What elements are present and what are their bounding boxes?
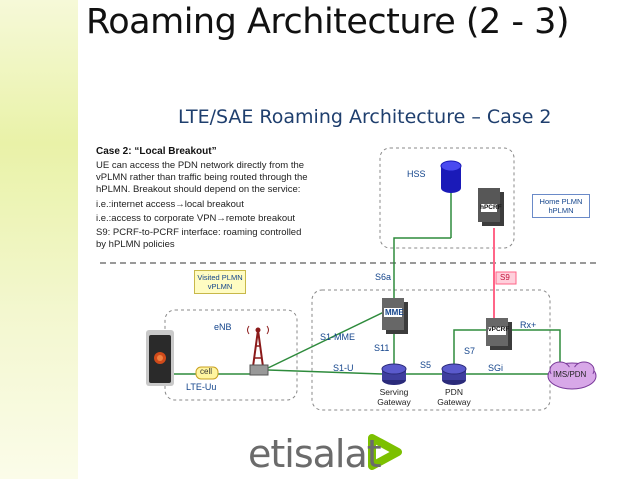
serving-gateway-line: Serving — [379, 387, 409, 397]
s5-label: S5 — [420, 360, 432, 370]
vpcrf-server-icon — [486, 318, 512, 350]
slide-title: Roaming Architecture (2 - 3) — [86, 2, 570, 42]
serving-gateway-line: Gateway — [377, 397, 411, 407]
visited-core-region — [311, 289, 551, 411]
s1mme-label: S1-MME — [320, 332, 356, 342]
hss-database-icon — [440, 160, 462, 193]
s6a-label: S6a — [375, 272, 392, 282]
case-line: hPLMN. Breakout should depend on the ser… — [96, 184, 301, 196]
sgi-label: SGi — [488, 363, 504, 373]
diagram-title: LTE/SAE Roaming Architecture – Case 2 — [178, 106, 552, 128]
ims-cloud-icon — [547, 361, 597, 390]
hss-label: HSS — [407, 169, 426, 179]
case-line: S9: PCRF-to-PCRF interface: roaming cont… — [96, 227, 302, 239]
case-heading: Case 2: “Local Breakout” — [96, 146, 217, 157]
access-region — [164, 309, 298, 401]
home-plmn-label: Home PLMN — [539, 197, 583, 206]
mme-label: MME — [385, 308, 404, 317]
case-description: Case 2: “Local Breakout” UE can access t… — [96, 146, 364, 251]
mme-server-icon — [382, 298, 408, 334]
pdn-gateway-line: PDN — [445, 387, 463, 397]
home-network-region — [379, 147, 515, 249]
s1u-link — [267, 369, 384, 375]
s11-label: S11 — [374, 343, 390, 353]
pdn-gateway-label: PDN Gateway — [430, 387, 478, 407]
serving-gateway-label: Serving Gateway — [370, 387, 418, 407]
case-line: i.e.:internet access→local breakout — [96, 198, 244, 210]
case-line: by hPLMN policies — [96, 239, 175, 251]
s7-label: S7 — [464, 346, 476, 356]
enb-label: eNB — [214, 322, 232, 332]
hpcrf-label: hPCRF — [480, 204, 502, 211]
visited-plmn-label: Visited PLMN — [197, 273, 243, 282]
visited-plmn-abbr: vPLMN — [207, 282, 233, 291]
s1mme-link — [267, 311, 385, 369]
rx-label: Rx+ — [520, 320, 537, 330]
brand-name: etisalat — [248, 432, 382, 476]
cell-tag — [195, 366, 219, 380]
serving-gateway-icon — [381, 363, 407, 385]
ims-label: IMS/PDN — [553, 370, 587, 379]
case-line: i.e.:access to corporate VPN→remote brea… — [96, 212, 296, 224]
rx-link — [510, 329, 561, 362]
case-line: vPLMN rather than traffic being routed t… — [96, 172, 308, 184]
vpcrf-label: vPCRF — [488, 326, 510, 333]
s1u-label: S1-U — [333, 363, 354, 373]
cell-label: cell — [200, 367, 213, 376]
lte-uu-label: LTE-Uu — [186, 382, 217, 392]
s6a-link — [393, 237, 451, 298]
visited-plmn-tag: Visited PLMN vPLMN — [194, 270, 246, 294]
case-line: UE can access the PDN network directly f… — [96, 160, 305, 171]
enb-tower-icon — [247, 325, 269, 376]
s9-tag — [495, 271, 517, 285]
pdn-gateway-line: Gateway — [437, 397, 471, 407]
phone-icon — [146, 330, 174, 386]
home-plmn-tag: Home PLMN hPLMN — [532, 194, 590, 218]
etisalat-logo-icon — [368, 434, 402, 470]
s7-link — [453, 329, 486, 366]
slide-side-decoration — [0, 0, 78, 479]
s9-label: S9 — [500, 273, 510, 282]
pdn-gateway-icon — [441, 363, 467, 385]
hpcrf-server-icon — [478, 188, 504, 226]
home-plmn-abbr: hPLMN — [548, 206, 574, 215]
